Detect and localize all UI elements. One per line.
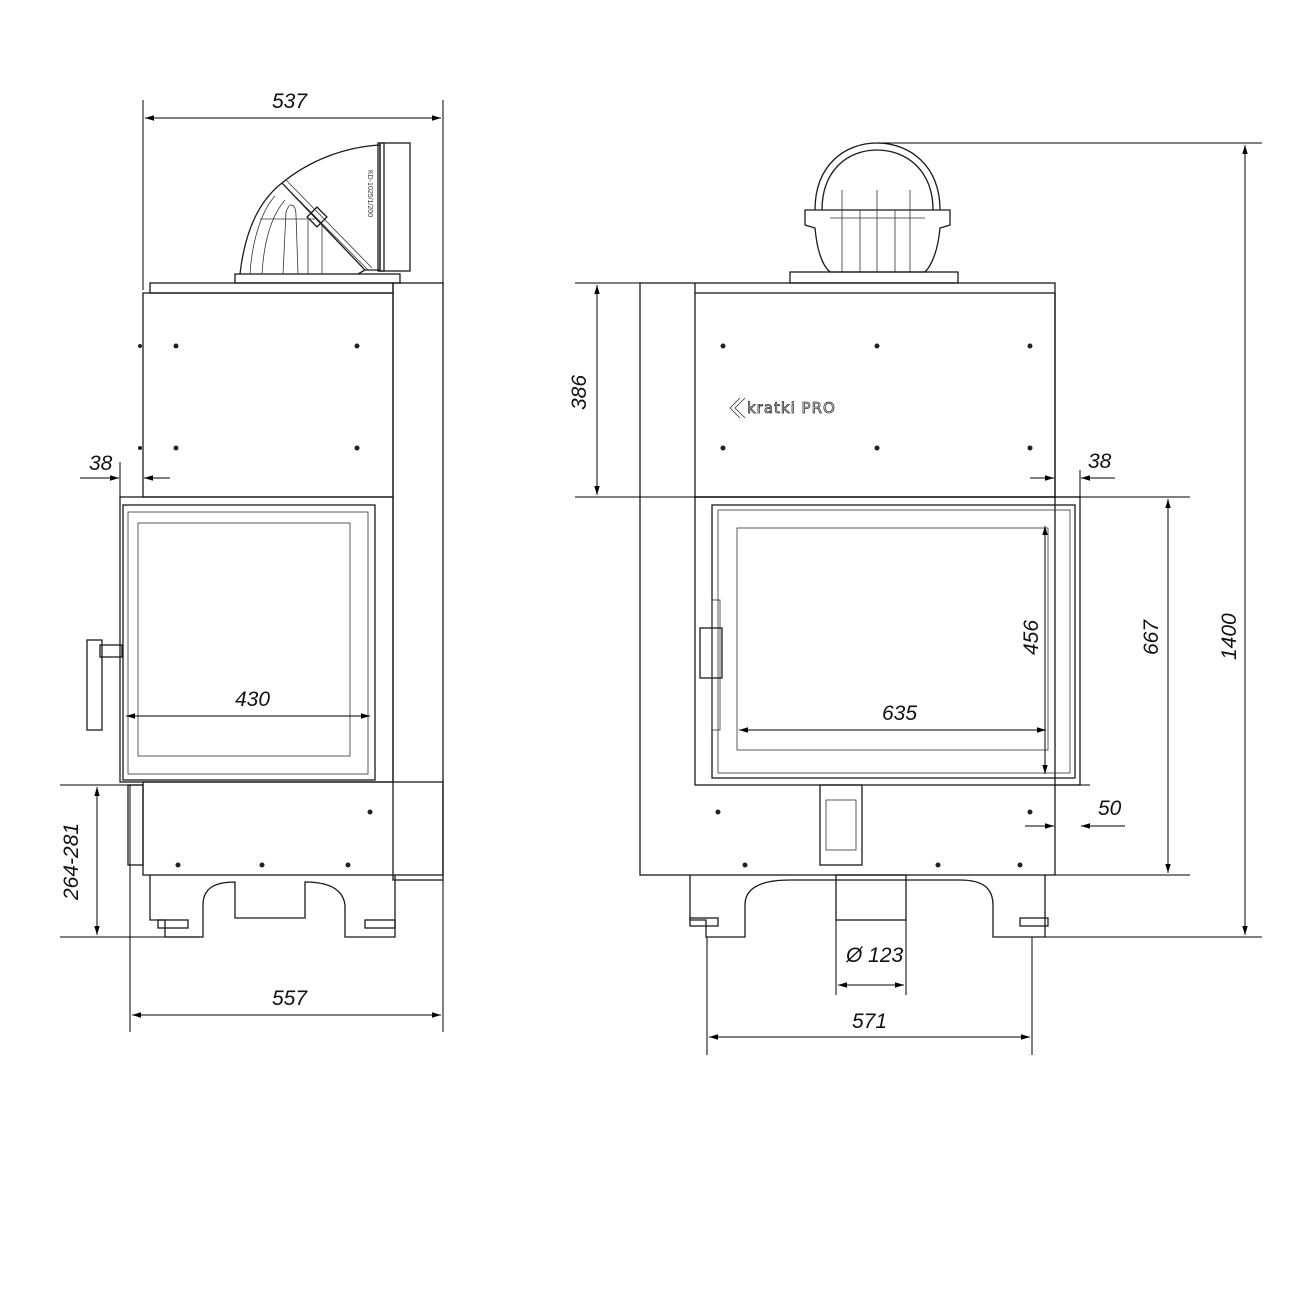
- front-dimensions: 386 1400 667 456 635 38 50 Ø 123 571: [568, 142, 1262, 1055]
- top-panel: [694, 292, 1056, 498]
- logo-text: kratki PRO: [747, 399, 836, 417]
- left-side-view: KD-1025/1/200: [86, 142, 444, 938]
- dim-430: 430: [235, 688, 270, 711]
- lower-panel: [142, 781, 444, 876]
- dim-667: 667: [1140, 619, 1163, 655]
- dim-456: 456: [1020, 620, 1043, 655]
- bolts: [138, 343, 360, 451]
- dim-flue-diameter: Ø 123: [845, 944, 904, 967]
- door-latch: [699, 627, 723, 679]
- dim-557: 557: [272, 987, 308, 1010]
- door-handle: [86, 639, 103, 731]
- side-panel: [392, 282, 444, 881]
- dim-386: 386: [568, 375, 591, 410]
- dim-571: 571: [852, 1010, 887, 1033]
- dim-38-right: 38: [1088, 450, 1112, 473]
- feet: [149, 875, 396, 938]
- dim-635: 635: [882, 702, 917, 725]
- dim-537: 537: [272, 90, 308, 113]
- dim-1400: 1400: [1218, 613, 1241, 660]
- elbow-label: KD-1025/1/200: [366, 170, 373, 217]
- front-view: kratki PRO: [639, 142, 1081, 938]
- body-outline: [639, 282, 1056, 876]
- flue-elbow: KD-1025/1/200: [234, 142, 411, 284]
- chimney-dome: [789, 142, 959, 284]
- door: [122, 504, 376, 781]
- feet: [689, 874, 1049, 938]
- dim-264-281: 264-281: [60, 823, 83, 901]
- dim-50: 50: [1098, 797, 1122, 820]
- air-control: [819, 784, 863, 866]
- dim-38-left: 38: [89, 452, 113, 475]
- top-flange: [149, 282, 394, 294]
- door-frame: [119, 496, 394, 783]
- top-panel: [142, 292, 394, 498]
- brand-logo: kratki PRO: [729, 397, 836, 419]
- left-dimensions: 537 38 430 264-281 557: [60, 90, 444, 1032]
